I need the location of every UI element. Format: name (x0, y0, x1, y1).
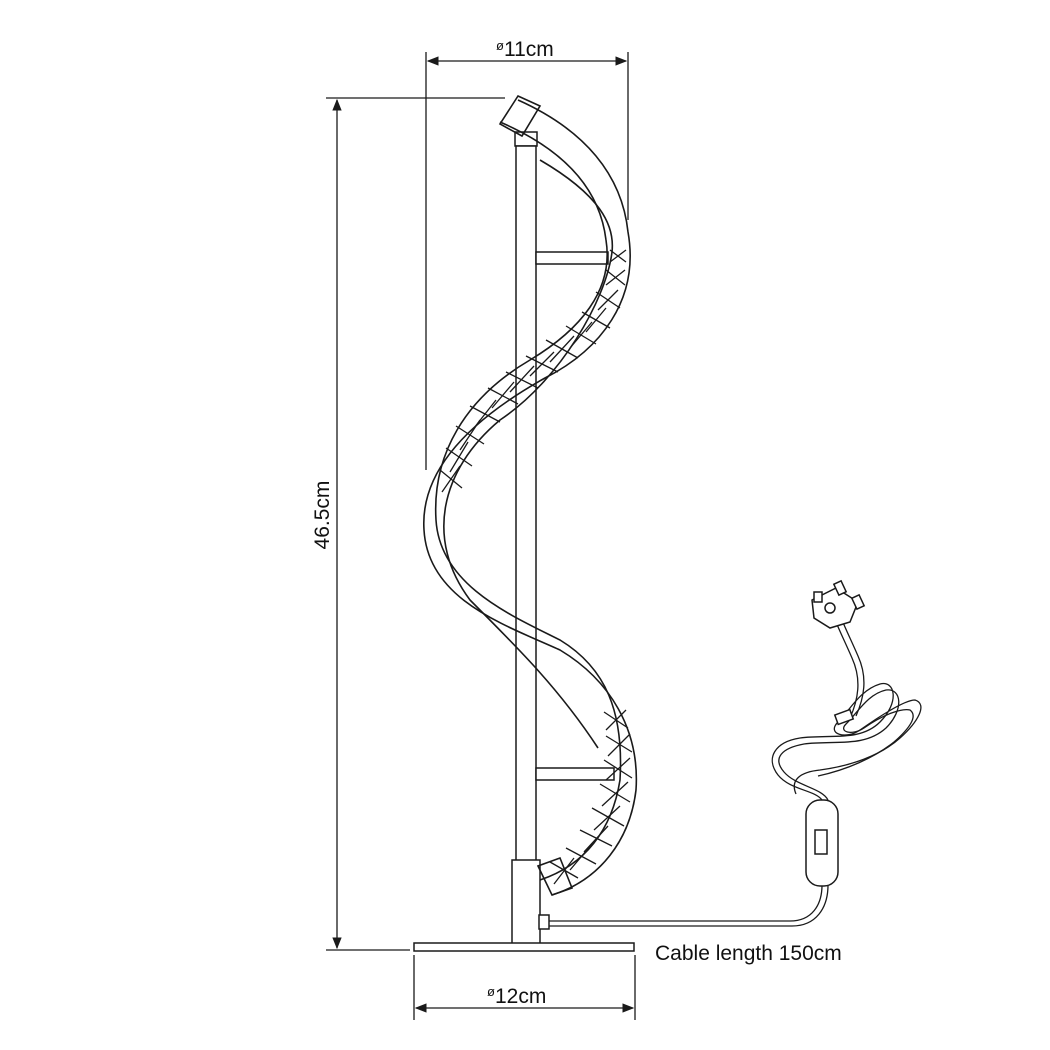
support-brackets (535, 251, 615, 781)
cable-lower-2 (549, 884, 829, 927)
spiral-back-edge (443, 159, 614, 749)
lower-bracket (535, 767, 615, 781)
cable-outlet (538, 914, 550, 930)
height-label: 46.5cm (311, 481, 334, 550)
top-diameter-label: 11cm (504, 38, 554, 61)
lamp-base (413, 942, 635, 952)
spiral-bottom-cap (536, 856, 574, 896)
crystal-pattern-lower (549, 709, 633, 885)
base-plate (413, 942, 635, 952)
base-diameter-dimension: ø 12cm (413, 955, 636, 1020)
pole-sleeve (511, 859, 541, 946)
base-diameter-label: 12cm (495, 985, 546, 1008)
crystal-pattern-upper (439, 249, 627, 493)
power-cable (549, 579, 922, 927)
cable-length-label: Cable length 150cm (655, 942, 842, 965)
cable-upper (835, 621, 859, 719)
spiral-front-edge (423, 99, 638, 896)
switch-rocker-icon (814, 829, 828, 855)
lamp-pole (511, 131, 550, 946)
cable-upper-2 (841, 619, 865, 717)
base-diameter-symbol: ø (487, 984, 495, 999)
cable-clip (833, 708, 855, 726)
top-diameter-symbol: ø (496, 38, 504, 53)
pole (515, 145, 537, 867)
uk-plug-icon (811, 579, 866, 629)
spiral-top-cap (498, 94, 542, 138)
height-dimension: 46.5cm (311, 97, 505, 951)
cable-coil-inner (778, 689, 914, 801)
spiral-led-band (423, 94, 638, 896)
cable-lower (549, 884, 823, 922)
top-diameter-dimension: ø 11cm (425, 38, 629, 470)
upper-bracket (535, 251, 609, 265)
spiral-inner-edge (434, 121, 622, 881)
